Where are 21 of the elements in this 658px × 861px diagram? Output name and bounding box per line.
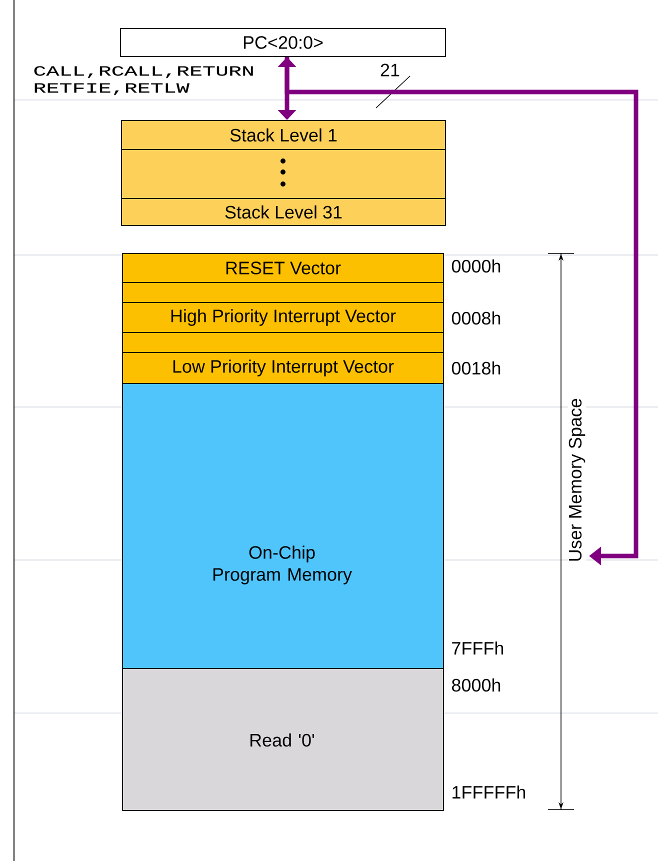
vector-row: Low Priority Interrupt Vector bbox=[122, 352, 444, 384]
vector-row: High Priority Interrupt Vector bbox=[122, 302, 444, 333]
stack-level-row: Stack Level 31 bbox=[121, 198, 446, 226]
edge-label: 21 bbox=[379, 62, 402, 78]
memory-block: Read '0' bbox=[122, 668, 444, 811]
memory-row bbox=[122, 282, 444, 303]
address-label: 0018h bbox=[452, 361, 500, 375]
memory-row bbox=[122, 332, 444, 353]
memory-block: On-Chip Program Memory bbox=[122, 383, 444, 669]
address-label: 1FFFFFh bbox=[452, 785, 526, 799]
address-label: 8000h bbox=[452, 678, 500, 692]
address-label: 0008h bbox=[452, 311, 500, 325]
vector-row: RESET Vector bbox=[122, 253, 444, 283]
address-label: 7FFFh bbox=[452, 641, 504, 655]
edge-label: CALL,RCALL,RETURN RETFIE,RETLW bbox=[34, 66, 253, 96]
arrow bbox=[284, 57, 638, 566]
ellipsis-row bbox=[121, 149, 446, 199]
address-label: 0000h bbox=[452, 259, 500, 273]
dimension-label: User Memory Space bbox=[568, 396, 586, 564]
register-box: PC<20:0> bbox=[120, 28, 446, 57]
stack-level-row: Stack Level 1 bbox=[121, 120, 446, 150]
